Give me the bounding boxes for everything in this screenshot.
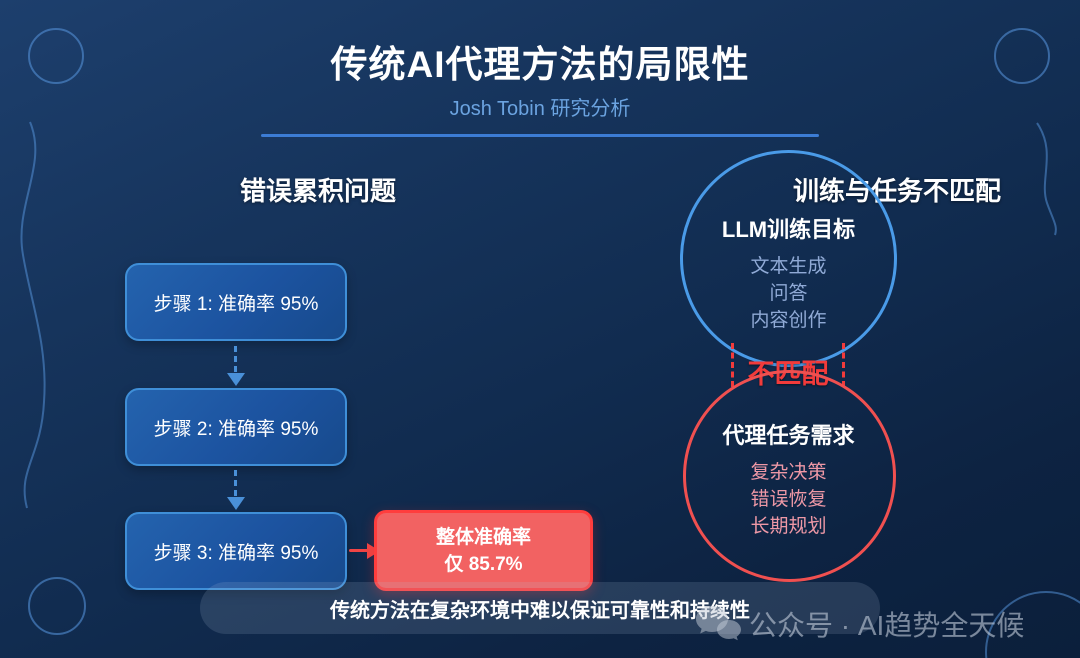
agent-task-circle (683, 370, 896, 582)
dashed-connector-1 (234, 346, 237, 372)
conclusion-banner: 传统方法在复杂环境中难以保证可靠性和持续性 (200, 582, 880, 634)
arrow-right-line (349, 549, 370, 552)
step-box-1: 步骤 1: 准确率 95% (125, 263, 347, 341)
page-title: 传统AI代理方法的局限性 (330, 44, 750, 85)
decorative-circle-bottom-left (28, 577, 86, 635)
page-subtitle: Josh Tobin 研究分析 (449, 98, 631, 120)
llm-training-circle (680, 150, 897, 367)
conclusion-banner-text: 传统方法在复杂环境中难以保证可靠性和持续性 (330, 599, 750, 622)
agent-task-circle-content: 代理任务需求 复杂决策 错误恢复 长期规划 (680, 418, 897, 540)
agent-circle-title: 代理任务需求 (722, 423, 855, 448)
arrow-down-icon-1 (227, 373, 245, 386)
llm-circle-item: 文本生成 (750, 256, 827, 277)
header-divider (261, 134, 819, 137)
llm-circle-title: LLM训练目标 (721, 217, 856, 242)
dashed-connector-2 (234, 470, 237, 496)
watermark: 公众号 · AI趋势全天候 (695, 604, 1024, 644)
agent-circle-item: 错误恢复 (750, 489, 827, 510)
decorative-wave-left (20, 121, 46, 509)
llm-circle-item: 内容创作 (750, 310, 827, 331)
step-box-3: 步骤 3: 准确率 95% (125, 512, 347, 590)
agent-circle-item: 复杂决策 (750, 462, 827, 483)
chat-bubbles-icon (696, 606, 741, 641)
overall-accuracy-line1: 整体准确率 (435, 526, 531, 548)
llm-training-circle-content: LLM训练目标 文本生成 问答 内容创作 (680, 212, 897, 334)
watermark-text: 公众号 · AI趋势全天候 (749, 610, 1025, 641)
overall-accuracy-line2: 仅 85.7% (444, 553, 523, 575)
llm-circle-item: 问答 (769, 283, 808, 304)
agent-circle-item: 长期规划 (750, 516, 827, 537)
overall-accuracy-box: 整体准确率 仅 85.7% (374, 510, 593, 591)
step-box-2: 步骤 2: 准确率 95% (125, 388, 347, 466)
arrow-down-icon-2 (227, 497, 245, 510)
mismatch-dashed-tick-left (731, 343, 734, 387)
mismatch-dashed-tick-right (842, 343, 845, 387)
section-header-error-accumulation: 错误累积问题 (239, 176, 396, 206)
